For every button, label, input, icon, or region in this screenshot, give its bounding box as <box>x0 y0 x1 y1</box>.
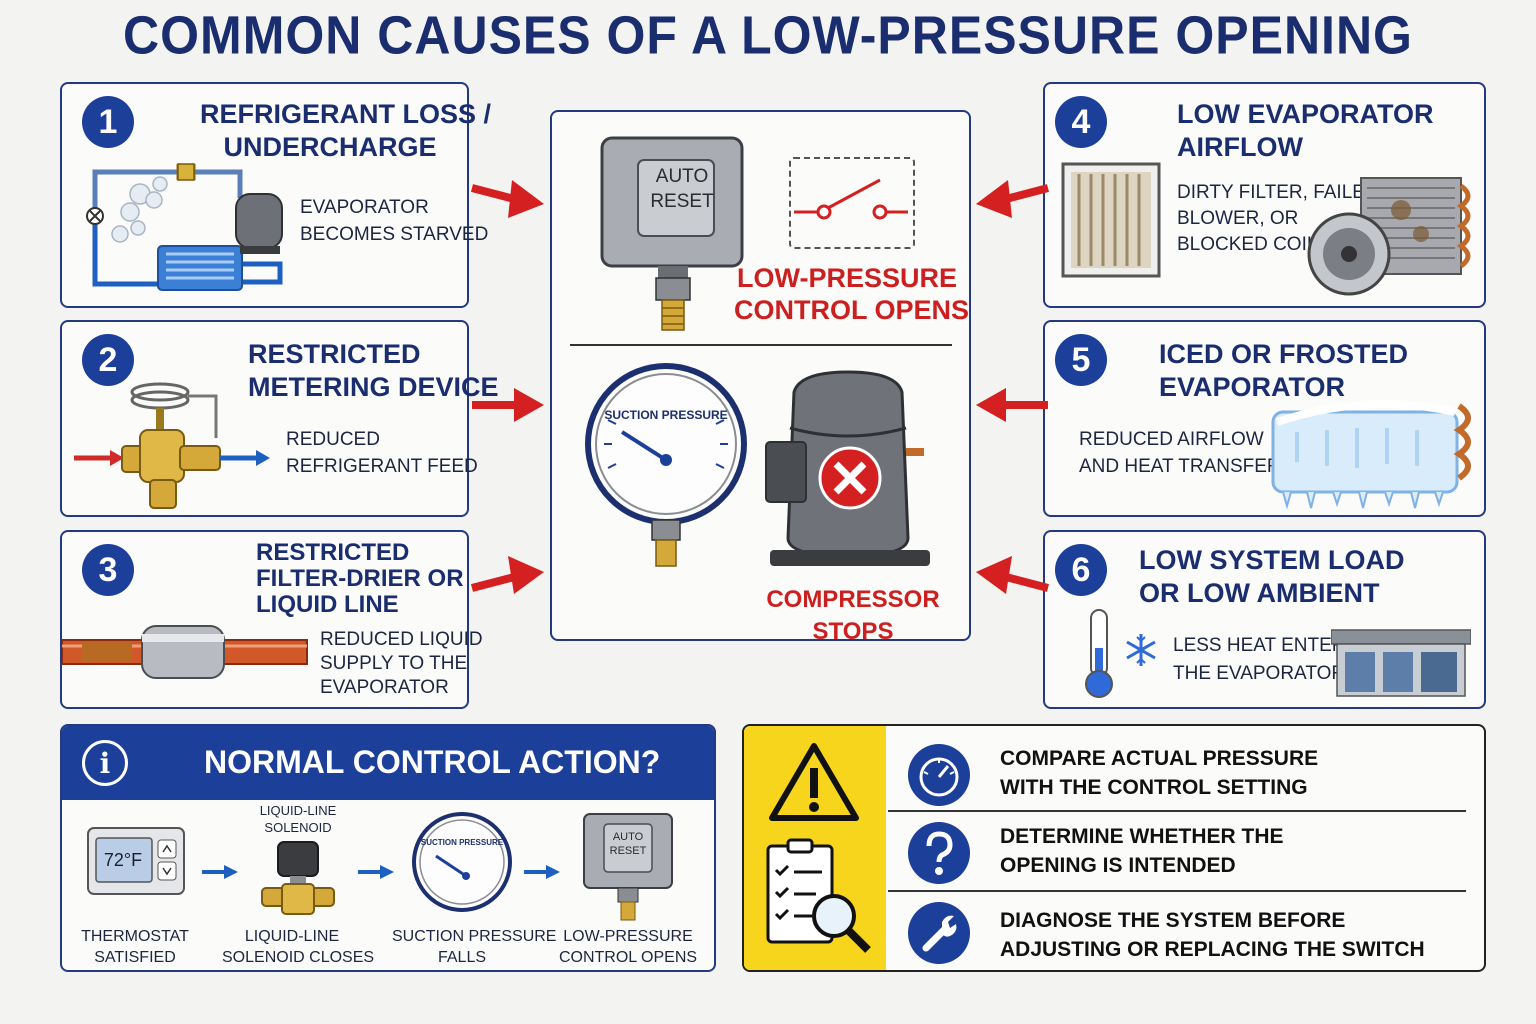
flow-arrow-3 <box>524 865 560 879</box>
thermostat-icon <box>87 827 185 895</box>
checklist-divider-2 <box>888 890 1466 892</box>
arrow-left-6 <box>976 556 1050 594</box>
expansion-valve-icon <box>74 382 270 509</box>
cause-title: REFRIGERANT LOSS /UNDERCHARGE <box>200 99 492 162</box>
filter-drier-icon <box>62 625 308 679</box>
normal-header-bar <box>62 726 714 800</box>
building-icon <box>1331 629 1471 697</box>
solenoid-valve-icon <box>261 841 335 915</box>
wrench-icon <box>908 902 970 964</box>
step-number-badge: 2 <box>82 334 134 386</box>
pressure-switch-icon <box>600 136 744 331</box>
blower-coil-icon <box>1307 177 1471 296</box>
step-number-badge: 4 <box>1055 96 1107 148</box>
refrigerant-loop-icon <box>86 162 283 291</box>
arrow-right-3 <box>470 556 544 594</box>
thermometer-icon <box>1085 609 1113 698</box>
flow-arrow-1 <box>202 865 238 879</box>
info-icon: i <box>82 740 128 786</box>
cause-card-1: 1 REFRIGERANT LOSS /UNDERCHARGE EVAPORAT… <box>60 82 492 308</box>
flow-arrow-2 <box>358 865 394 879</box>
step-number-badge: 6 <box>1055 544 1107 596</box>
question-icon <box>908 822 970 884</box>
gauge-icon <box>908 744 970 806</box>
arrow-right-1 <box>470 180 544 218</box>
arrow-right-2 <box>472 388 544 422</box>
open-switch-symbol-icon <box>789 157 915 249</box>
checklist-divider-1 <box>888 810 1466 812</box>
center-divider <box>570 344 952 346</box>
step-number-badge: 5 <box>1055 334 1107 386</box>
compressor-icon <box>765 370 930 566</box>
normal-heading: NORMAL CONTROL ACTION? <box>204 744 661 780</box>
step-number-badge: 3 <box>82 544 134 596</box>
small-suction-gauge-icon <box>412 812 512 912</box>
dirty-filter-icon <box>1061 162 1161 278</box>
normal-control-panel: i NORMAL CONTROL ACTION? 72°F LIQUID-LIN… <box>60 724 716 972</box>
clipboard-search-icon <box>766 838 871 953</box>
snowflake-icon <box>1126 634 1156 666</box>
suction-pressure-gauge <box>585 363 747 567</box>
iced-evaporator-icon <box>1271 400 1471 510</box>
small-pressure-switch-icon <box>583 813 673 921</box>
step-number-badge: 1 <box>82 96 134 148</box>
page-title: COMMON CAUSES OF A LOW-PRESSURE OPENING <box>123 4 1413 66</box>
compressor-stops-label: COMPRESSOR STOPS <box>766 586 940 645</box>
small-gauge-label: SUCTION PRESSURE <box>420 838 504 847</box>
gauge-label: SUCTION PRESSURE <box>604 408 728 422</box>
warning-triangle-icon <box>769 743 859 821</box>
thermostat-reading: 72°F <box>103 850 143 870</box>
arrow-left-4 <box>976 180 1050 218</box>
arrow-left-5 <box>976 388 1048 422</box>
